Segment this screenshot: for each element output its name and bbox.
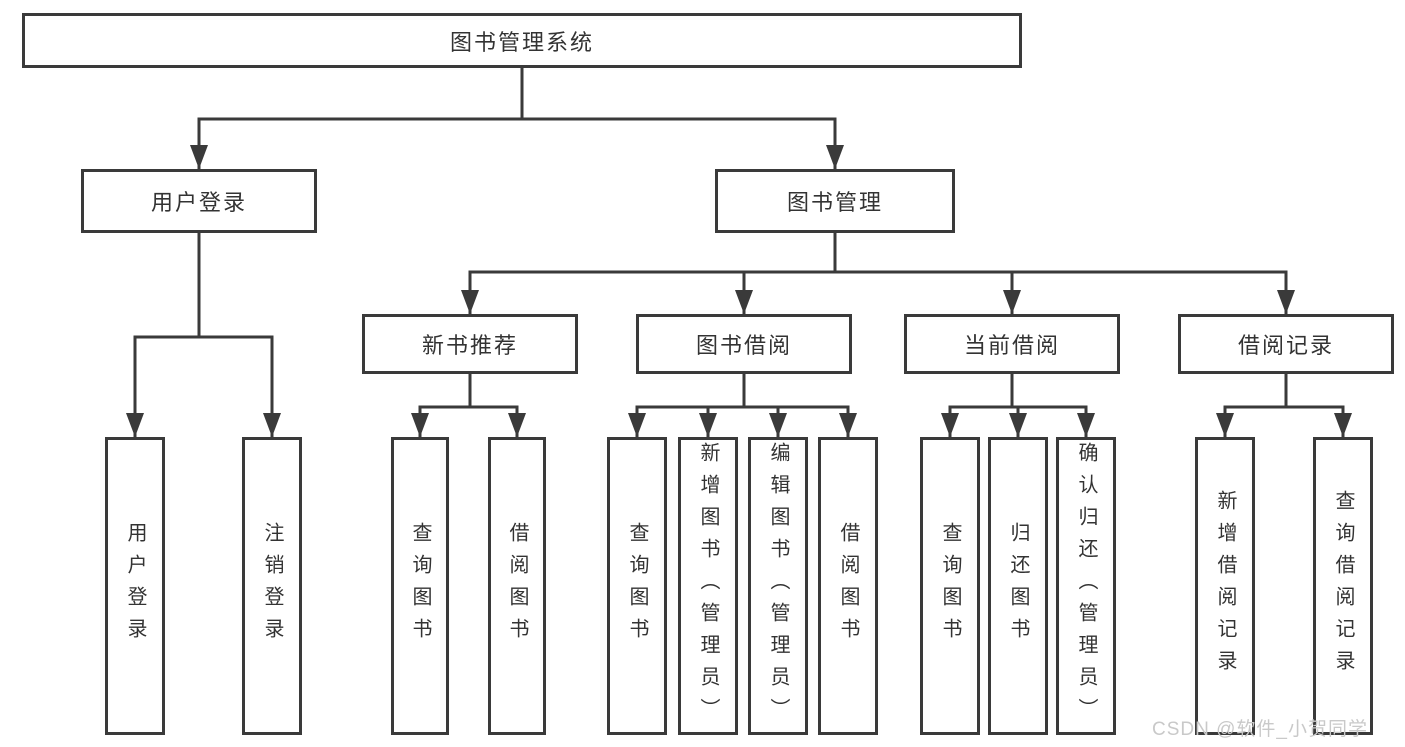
node-book-borrow: 图书借阅 xyxy=(636,314,852,374)
leaf-records-add-record-label: 新增借阅记录 xyxy=(1214,490,1236,682)
node-book-management: 图书管理 xyxy=(715,169,955,233)
node-user-login: 用户登录 xyxy=(81,169,317,233)
node-root: 图书管理系统 xyxy=(22,13,1022,68)
leaf-records-add-record: 新增借阅记录 xyxy=(1195,437,1255,735)
leaf-current-return-book-label: 归还图书 xyxy=(1007,522,1029,650)
leaf-borrow-borrow-book: 借阅图书 xyxy=(818,437,878,735)
leaf-current-query-book-label: 查询图书 xyxy=(939,522,961,650)
node-borrow-records: 借阅记录 xyxy=(1178,314,1394,374)
leaf-current-return-book: 归还图书 xyxy=(988,437,1048,735)
node-current-borrow: 当前借阅 xyxy=(904,314,1120,374)
node-new-book-recommend: 新书推荐 xyxy=(362,314,578,374)
leaf-recommend-borrow-book: 借阅图书 xyxy=(488,437,546,735)
watermark-text: CSDN @软件_小贺同学 xyxy=(1152,719,1368,740)
leaf-records-query-record-label: 查询借阅记录 xyxy=(1332,490,1354,682)
leaf-borrow-borrow-book-label: 借阅图书 xyxy=(837,522,859,650)
leaf-current-query-book: 查询图书 xyxy=(920,437,980,735)
leaf-borrow-add-book-admin-label: 新增图书（管理员） xyxy=(697,442,719,730)
leaf-borrow-query-book-label: 查询图书 xyxy=(626,522,648,650)
leaf-borrow-query-book: 查询图书 xyxy=(607,437,667,735)
leaf-user-login: 用户登录 xyxy=(105,437,165,735)
leaf-logout-login-label: 注销登录 xyxy=(261,522,283,650)
leaf-logout-login: 注销登录 xyxy=(242,437,302,735)
leaf-borrow-edit-book-admin-label: 编辑图书（管理员） xyxy=(767,442,789,730)
leaf-recommend-query-book-label: 查询图书 xyxy=(409,522,431,650)
leaf-records-query-record: 查询借阅记录 xyxy=(1313,437,1373,735)
leaf-borrow-add-book-admin: 新增图书（管理员） xyxy=(678,437,738,735)
leaf-recommend-query-book: 查询图书 xyxy=(391,437,449,735)
leaf-current-confirm-return-admin: 确认归还（管理员） xyxy=(1056,437,1116,735)
leaf-user-login-label: 用户登录 xyxy=(124,522,146,650)
leaf-recommend-borrow-book-label: 借阅图书 xyxy=(506,522,528,650)
leaf-current-confirm-return-admin-label: 确认归还（管理员） xyxy=(1075,442,1097,730)
leaf-borrow-edit-book-admin: 编辑图书（管理员） xyxy=(748,437,808,735)
